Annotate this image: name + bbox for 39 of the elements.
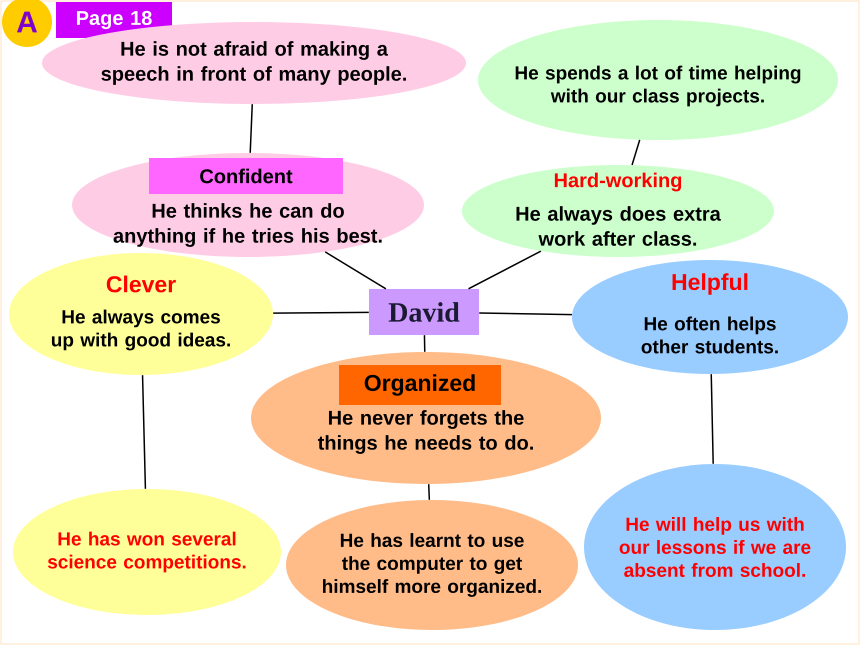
connector-line	[424, 335, 426, 352]
connector-line	[249, 104, 254, 153]
body-text: He always comes up with good ideas.	[52, 310, 230, 350]
body-text: Page 18	[76, 10, 152, 30]
connector-line	[631, 140, 640, 166]
connector-line	[428, 484, 430, 500]
body-text: He has learnt to use the computer to get himself more organized.	[323, 533, 541, 597]
heading-tag	[149, 158, 343, 194]
body-text: He spends a lot of time helping with our class projects.	[516, 66, 800, 106]
trait-ellipse	[462, 165, 774, 257]
body-text: He always does extra work after class.	[516, 206, 721, 246]
connector-line	[479, 312, 572, 316]
connector-line	[273, 312, 369, 314]
center-box	[369, 289, 479, 335]
trait-ellipse	[286, 500, 578, 630]
body-text: Confident	[200, 168, 292, 184]
trait-ellipse	[584, 464, 846, 630]
body-text: David	[388, 302, 460, 322]
trait-ellipse	[478, 20, 838, 140]
body-text: He will help us with our lessons if we are absent from school.	[620, 517, 810, 577]
body-text: He is not afraid of making a speech in front of many people.	[101, 41, 406, 85]
trait-ellipse	[9, 253, 273, 375]
body-text: Organized	[364, 374, 475, 396]
trait-ellipse	[572, 260, 848, 374]
connector-line	[710, 374, 714, 464]
heading-text: Clever	[106, 276, 176, 292]
trait-ellipse	[13, 489, 281, 615]
body-text: He thinks he can do anything if he tries his best.	[114, 203, 382, 247]
heading-tag	[339, 365, 501, 405]
connector-line	[142, 375, 146, 489]
heading-text: Helpful	[672, 273, 748, 295]
connector-line	[468, 250, 542, 290]
body-text: He has won several science competitions.	[48, 532, 246, 572]
heading-text: Hard-working	[554, 172, 682, 192]
connector-line	[324, 251, 386, 290]
body-text: He often helps other students.	[642, 316, 778, 354]
body-text: He never forgets the things he needs to do.	[318, 410, 533, 454]
letter-badge	[2, 0, 52, 47]
body-text: A	[16, 12, 38, 32]
